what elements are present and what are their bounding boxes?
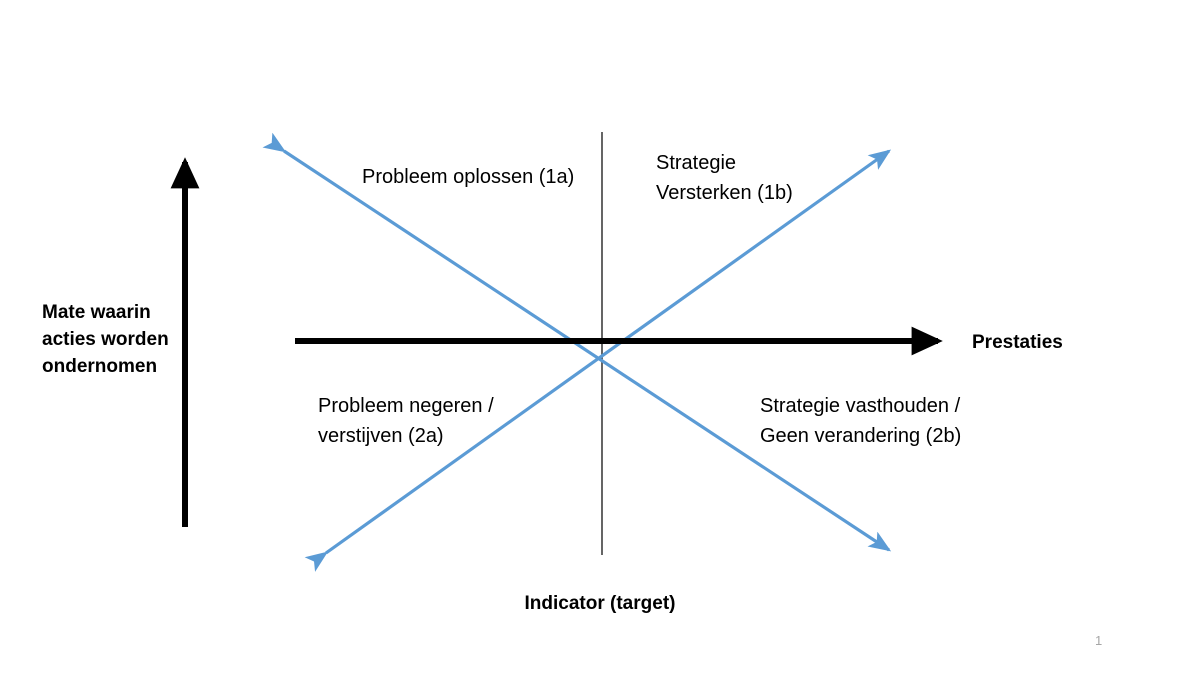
declining-diagonal-arrow xyxy=(262,132,892,552)
x-axis-label: Prestaties xyxy=(972,332,1063,353)
quadrant-label-2a: Probleem negeren / verstijven (2a) xyxy=(318,395,494,447)
indicator-target-label: Indicator (target) xyxy=(524,593,676,614)
y-axis-label: Mate waarin acties worden ondernomen xyxy=(42,302,169,377)
quadrant-label-1b: Strategie Versterken (1b) xyxy=(656,152,793,204)
quadrant-label-2b: Strategie vasthouden / Geen verandering … xyxy=(760,395,962,447)
quadrant-label-1a: Probleem oplossen (1a) xyxy=(362,166,575,188)
rising-diagonal-arrow xyxy=(304,149,892,572)
page-number: 1 xyxy=(1095,633,1103,648)
